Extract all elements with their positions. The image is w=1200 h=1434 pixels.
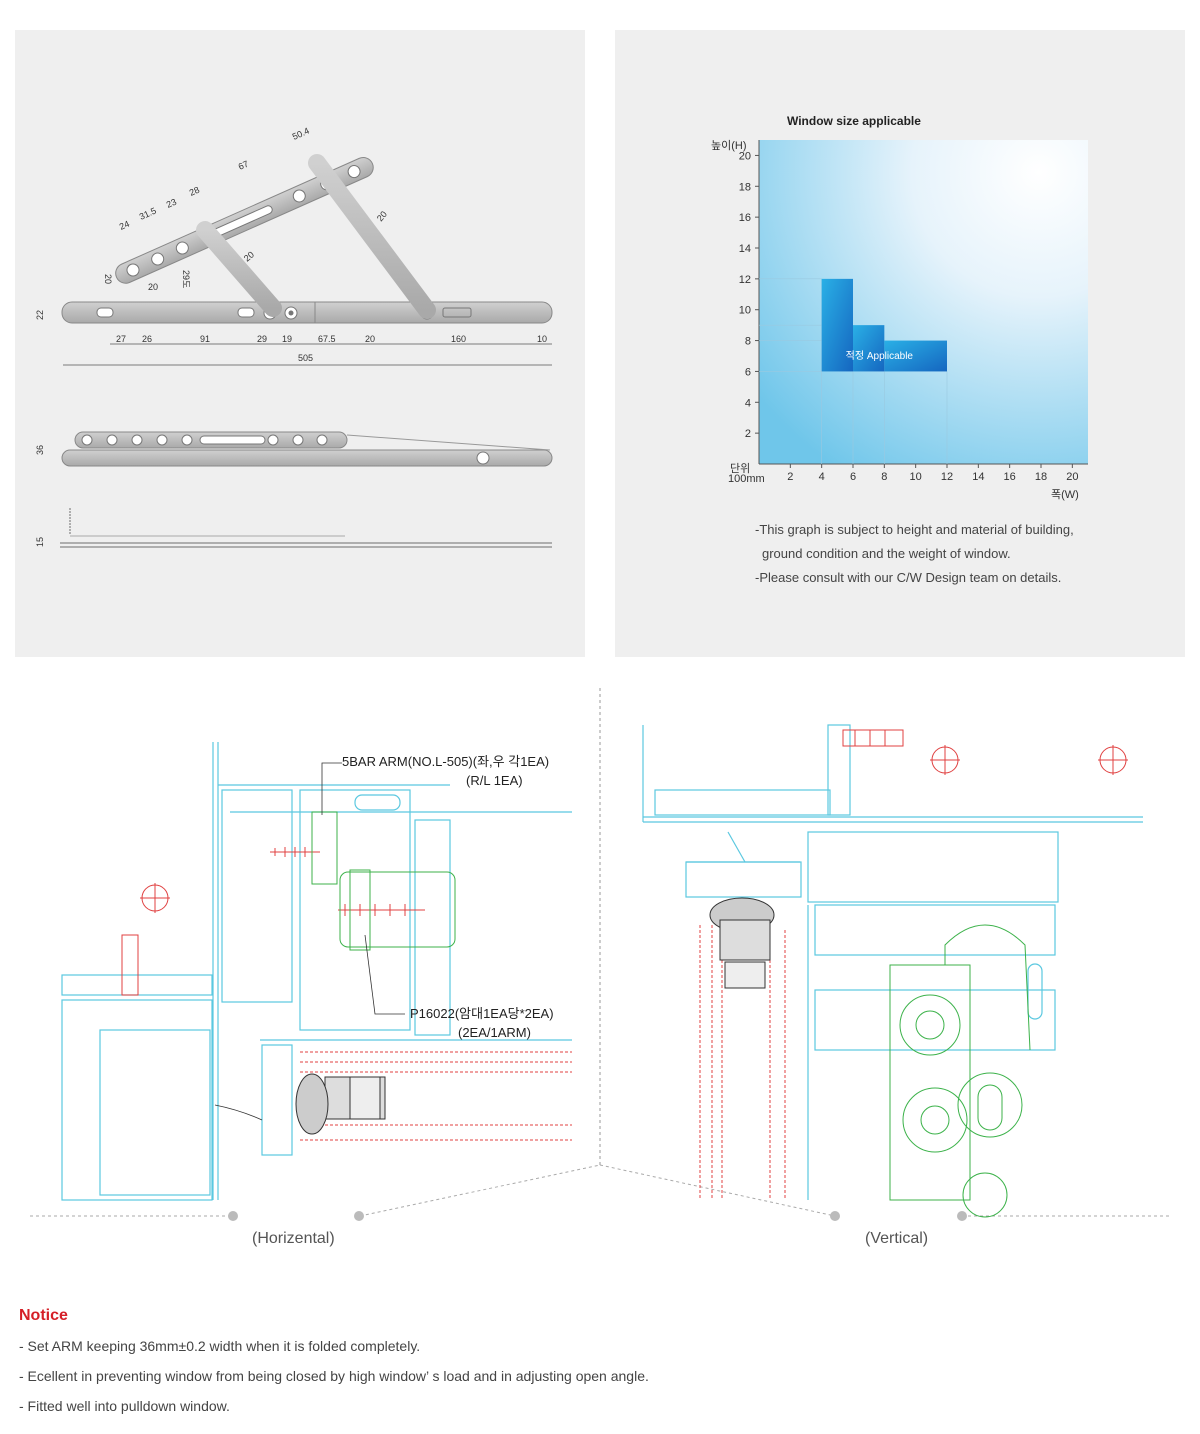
dim-20-b: 20: [242, 249, 256, 263]
x-tick-label: 6: [850, 471, 856, 483]
unit-label: 단위: [730, 463, 751, 475]
x-tick-label: 14: [972, 471, 984, 483]
horizontal-screws: [121, 847, 572, 1141]
caption-vertical: (Vertical): [865, 1230, 929, 1247]
dim-31-5: 31.5: [138, 206, 158, 222]
notice-item-1: - Set ARM keeping 36mm±0.2 width when it…: [19, 1338, 421, 1354]
dim-36: 36: [35, 445, 45, 455]
arm-drawing-panel: 24 31.5 23 28 67 50.4 20 20 29도 20 20 27…: [15, 30, 585, 657]
dim-20-c: 20: [148, 282, 158, 292]
callout-5bar-arm-qty: (R/L 1EA): [466, 773, 523, 788]
callout-p16022: P16022(암대1EA당*2EA): [410, 1006, 554, 1021]
vertical-screws: [699, 729, 1128, 1200]
dim-15: 15: [35, 537, 45, 547]
applicable-region-2: [853, 325, 885, 372]
chart-note-3: -Please consult with our C/W Design team…: [755, 570, 1062, 585]
chart-title: Window size applicable: [787, 114, 921, 128]
dim-20-a: 20: [375, 209, 389, 223]
chart-background: [759, 140, 1088, 464]
folded-arm-bottom: [61, 449, 553, 467]
x-tick-label: 2: [787, 471, 793, 483]
x-tick-label: 8: [881, 471, 887, 483]
y-axis-label: 높이(H): [711, 140, 747, 152]
dim-23: 23: [165, 197, 178, 210]
horizontal-gaskets: [295, 1073, 386, 1135]
applicable-size-chart: 2 4 6 8 10 12 14 16 18 20 2 4 6 8 10 12 14 16 18 20 적정 Appli…: [739, 140, 1088, 483]
y-tick-label: 4: [745, 397, 751, 409]
y-tick-label: 16: [739, 212, 751, 224]
dim-67-5: 67.5: [318, 334, 336, 344]
y-tick-label: 8: [745, 336, 751, 348]
callout-5bar-arm: 5BAR ARM(NO.L-505)(좌,우 각1EA): [342, 754, 550, 769]
horizontal-arm-parts: [311, 811, 456, 951]
dim-29b: 29: [257, 334, 267, 344]
x-tick-label: 18: [1035, 471, 1047, 483]
y-tick-label: 20: [739, 150, 751, 162]
chart-note-2: ground condition and the weight of windo…: [762, 546, 1011, 561]
x-tick-label: 12: [941, 471, 953, 483]
x-tick-label: 4: [819, 471, 825, 483]
dim-22: 22: [35, 310, 45, 320]
x-axis-label: 폭(W): [1051, 489, 1079, 501]
arm-drawing: 24 31.5 23 28 67 50.4 20 20 29도 20 20 27…: [35, 126, 553, 548]
dim-160: 160: [451, 334, 466, 344]
chart-panel: Window size applicable 높이(H) 단위 100mm 폭(…: [615, 30, 1185, 657]
dim-20-e: 20: [365, 334, 375, 344]
chart-note-1: -This graph is subject to height and mat…: [755, 522, 1074, 537]
x-tick-label: 10: [910, 471, 922, 483]
notice-item-3: - Fitted well into pulldown window.: [19, 1398, 230, 1414]
applicable-region-1: [821, 278, 853, 372]
dim-29: 29도: [181, 270, 191, 288]
dim-91: 91: [200, 334, 210, 344]
vertical-gaskets: [709, 897, 775, 989]
applicable-region-3: [884, 340, 947, 372]
dim-10: 10: [537, 334, 547, 344]
applicable-region-label: 적정 Applicable: [846, 350, 914, 362]
y-tick-label: 18: [739, 181, 751, 193]
plot-area: 2 4 6 8 10 12 14 16 18 20 2 4 6 8 10 12 14 16 18 20 적정 Appli…: [739, 140, 1088, 483]
dim-20-d: 20: [103, 274, 113, 284]
vertical-arm-parts: [889, 924, 1031, 1218]
dim-67: 67: [237, 159, 250, 172]
horizontal-section: [61, 742, 572, 1201]
y-tick-label: 12: [739, 274, 751, 286]
notice-item-2: - Ecellent in preventing window from bei…: [19, 1368, 649, 1384]
x-tick-label: 16: [1004, 471, 1016, 483]
caption-horizontal: (Horizental): [252, 1230, 335, 1247]
dim-26: 26: [142, 334, 152, 344]
notice-title: Notice: [19, 1307, 68, 1324]
y-tick-label: 2: [745, 428, 751, 440]
dim-27: 27: [116, 334, 126, 344]
x-tick-label: 20: [1066, 471, 1078, 483]
callout-p16022-qty: (2EA/1ARM): [458, 1025, 531, 1040]
y-tick-label: 6: [745, 366, 751, 378]
y-tick-label: 14: [739, 243, 751, 255]
unit-value: 100mm: [728, 473, 765, 485]
dim-28: 28: [188, 185, 201, 198]
dim-19: 19: [282, 334, 292, 344]
vertical-section: [642, 724, 1143, 1200]
dim-50-4: 50.4: [291, 126, 311, 142]
y-tick-label: 10: [739, 305, 751, 317]
dim-24: 24: [118, 219, 131, 232]
dim-505: 505: [298, 353, 313, 363]
